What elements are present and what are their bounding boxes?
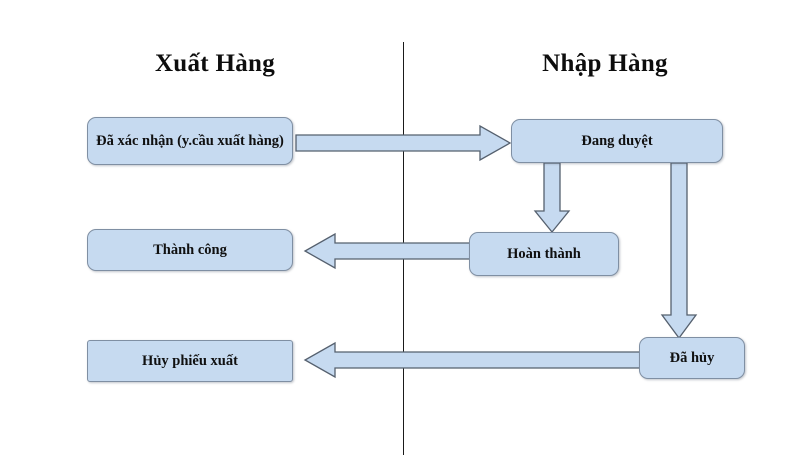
node-da-xac-nhan[interactable]: Đã xác nhận (y.cầu xuất hàng) <box>87 117 293 165</box>
node-dang-duyet[interactable]: Đang duyệt <box>511 119 723 163</box>
arrow-reviewing-to-cancelled <box>660 162 698 340</box>
arrow-reviewing-to-completed <box>533 162 571 234</box>
column-title-xuat-hang: Xuất Hàng <box>154 50 276 77</box>
column-title-nhap-hang: Nhập Hàng <box>542 50 668 77</box>
arrow-completed-to-success <box>303 232 474 270</box>
node-thanh-cong[interactable]: Thành công <box>87 229 293 271</box>
node-da-huy[interactable]: Đã hủy <box>639 337 745 379</box>
node-huy-phieu-xuat[interactable]: Hủy phiếu xuất <box>87 340 293 382</box>
arrow-cancelled-to-cancelslip <box>303 341 643 379</box>
arrow-confirmed-to-reviewing <box>295 124 512 162</box>
node-hoan-thanh[interactable]: Hoàn thành <box>469 232 619 276</box>
